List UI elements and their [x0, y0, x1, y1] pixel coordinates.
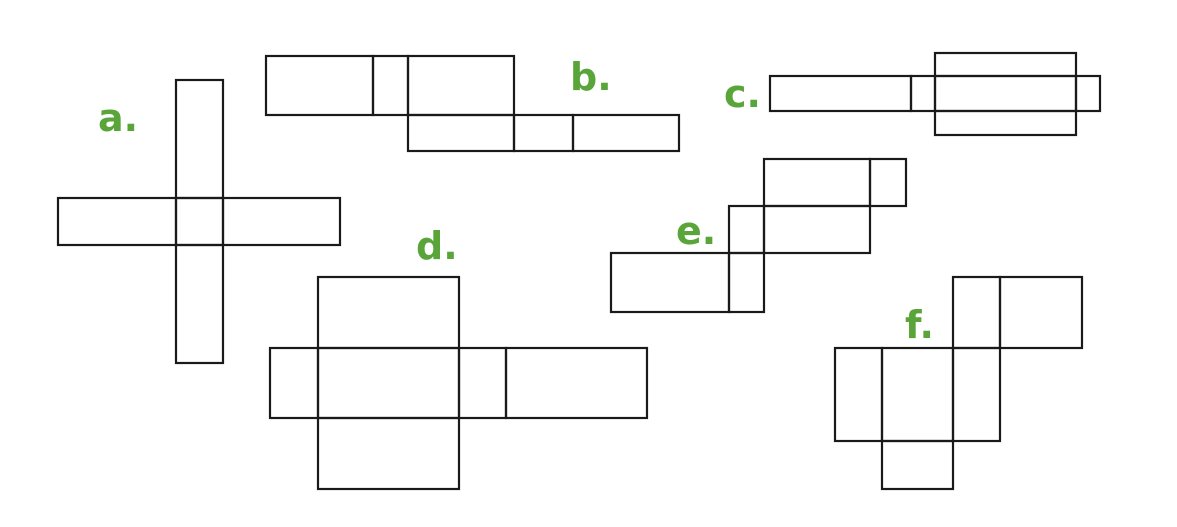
net-e-face-1 [762, 157, 872, 208]
net-a-face-bottom [174, 243, 225, 365]
net-e-face-6 [727, 251, 766, 314]
net-d-face-top [316, 275, 461, 350]
net-b-face-5 [512, 113, 575, 153]
net-c-label: c. [724, 72, 761, 116]
net-e-face-4 [762, 204, 872, 255]
net-a-face-left [56, 196, 178, 247]
net-b-label: b. [570, 55, 612, 99]
net-c-face-2 [909, 74, 937, 113]
net-b-face-2 [371, 54, 410, 117]
net-a-face-center [174, 196, 225, 247]
net-d-face-right-narrow [457, 346, 508, 420]
net-e-label: e. [676, 209, 716, 253]
net-e-face-2 [868, 157, 908, 208]
net-c-face-3 [933, 74, 1078, 113]
net-b-face-1 [264, 54, 375, 117]
net-b: b. [264, 54, 681, 153]
net-e-face-3 [727, 204, 766, 255]
net-f-face-middle-3 [951, 346, 1002, 443]
net-b-face-4 [406, 113, 516, 153]
net-a-label: a. [98, 96, 138, 140]
net-f-face-middle-1 [833, 346, 884, 443]
net-d-face-right-wide [504, 346, 649, 420]
net-b-face-6 [571, 113, 681, 153]
net-f-label: f. [905, 303, 934, 347]
net-b-face-3 [406, 54, 516, 117]
net-a-face-right [221, 196, 342, 247]
net-d-face-left [268, 346, 320, 420]
net-d-face-bottom [316, 416, 461, 491]
net-f-face-top-right [998, 275, 1084, 350]
net-e: e. [609, 157, 908, 314]
net-f-face-bottom [880, 439, 955, 491]
net-a: a. [56, 78, 342, 365]
net-d-face-center [316, 346, 461, 420]
net-c-face-top [933, 51, 1078, 78]
net-f: f. [833, 275, 1084, 491]
net-f-face-top-left [951, 275, 1002, 350]
net-c-face-4 [1074, 74, 1102, 113]
net-c-face-1 [768, 74, 913, 113]
net-d: d. [268, 224, 649, 491]
net-d-label: d. [416, 224, 458, 268]
net-f-face-middle-2 [880, 346, 955, 443]
net-a-face-top [174, 78, 225, 200]
net-c: c. [724, 51, 1102, 137]
net-e-face-5 [609, 251, 731, 314]
net-c-face-bottom [933, 109, 1078, 137]
